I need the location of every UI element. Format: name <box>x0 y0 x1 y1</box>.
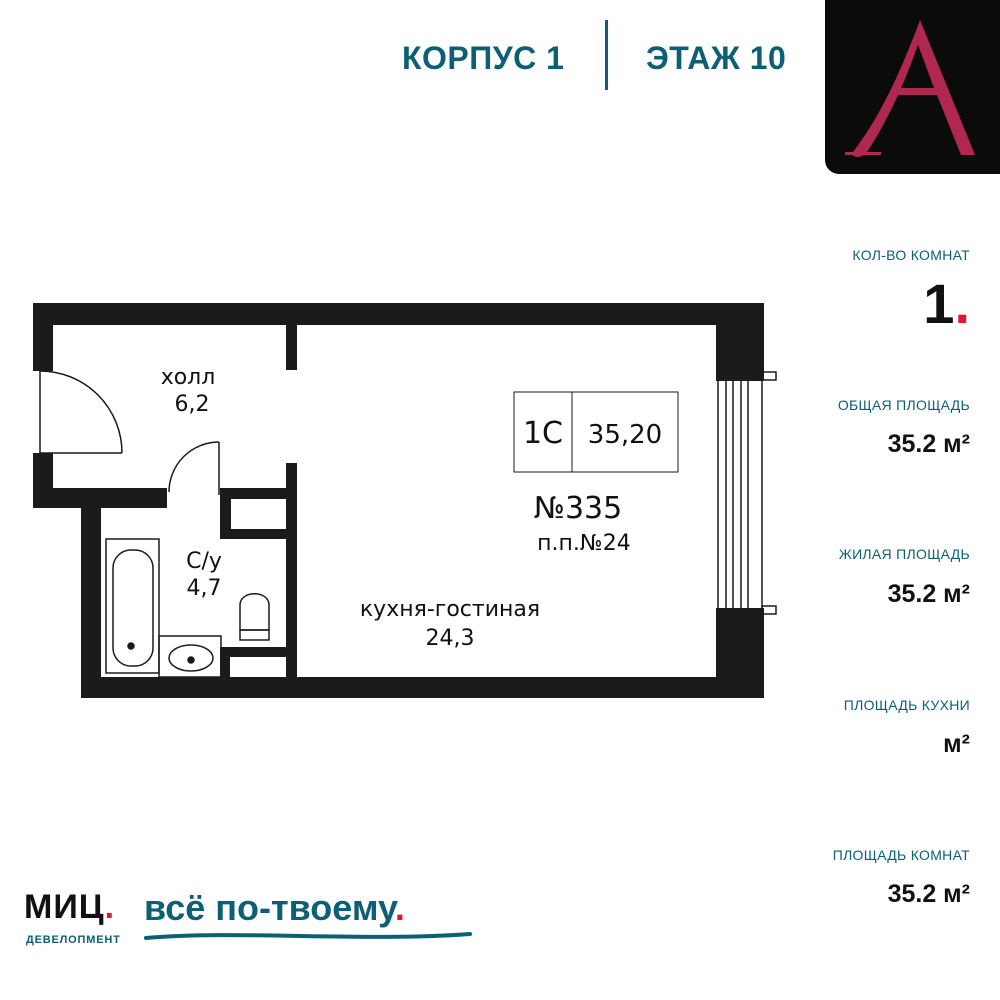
logo-a-icon <box>845 20 975 157</box>
hall-name: холл <box>161 365 216 390</box>
bathtub <box>105 538 160 674</box>
apartment-type-box: 1С 35,20 <box>513 391 679 473</box>
header: КОРПУС 1 ЭТАЖ 10 <box>0 20 820 90</box>
toilet <box>239 593 270 641</box>
bathroom-area: 4,7 <box>187 576 222 601</box>
living-kitchen-name: кухня-гостиная <box>360 597 540 622</box>
footer-brand-dot: . <box>104 888 116 926</box>
living-area-label: ЖИЛАЯ ПЛОЩАДЬ <box>838 546 970 562</box>
room-area-label: ПЛОЩАДЬ КОМНАТ <box>832 847 970 863</box>
room-area-value: 35.2 м² <box>887 880 970 908</box>
floor-plan: холл 6,2 С/у 4,7 кухня-гостиная 24,3 1С … <box>33 303 777 698</box>
living-kitchen-area: 24,3 <box>426 626 475 651</box>
header-divider <box>605 20 608 90</box>
footer-brand: МИЦ. <box>24 890 115 924</box>
footer-brand-name: МИЦ <box>24 888 105 926</box>
hall-area: 6,2 <box>175 392 210 417</box>
kitchen-area-label: ПЛОЩАДЬ КУХНИ <box>843 697 970 713</box>
apartment-type-area: 35,20 <box>588 420 662 450</box>
floor-label: ЭТАЖ 10 <box>646 40 787 76</box>
building-label: КОРПУС 1 <box>402 40 565 76</box>
apartment-serial-number: п.п.№24 <box>537 531 631 556</box>
slogan-underline <box>144 932 472 940</box>
rooms-count-value: 1. <box>923 276 970 332</box>
window <box>717 371 777 615</box>
walls <box>33 303 764 698</box>
footer-slogan: всё по-твоему. <box>144 890 405 926</box>
rooms-count-dot: . <box>954 272 970 335</box>
footer-slogan-dot: . <box>394 887 405 928</box>
rooms-count-label: КОЛ-ВО КОМНАТ <box>852 247 970 263</box>
rooms-count-number: 1 <box>923 272 955 335</box>
total-area-value: 35.2 м² <box>887 430 970 458</box>
bathroom-door <box>168 441 220 495</box>
sink <box>158 635 222 678</box>
entrance-door <box>39 370 123 454</box>
living-area-value: 35.2 м² <box>887 580 970 608</box>
bathroom-name: С/у <box>186 549 222 574</box>
apartment-type-code: 1С <box>523 416 563 451</box>
total-area-label: ОБЩАЯ ПЛОЩАДЬ <box>837 397 970 413</box>
brand-logo <box>825 0 1000 174</box>
apartment-number: №335 <box>534 491 622 526</box>
kitchen-area-value: м² <box>943 730 970 758</box>
footer-slogan-text: всё по-твоему <box>144 887 395 928</box>
footer-developer: ДЕВЕЛОПМЕНТ <box>26 934 121 946</box>
